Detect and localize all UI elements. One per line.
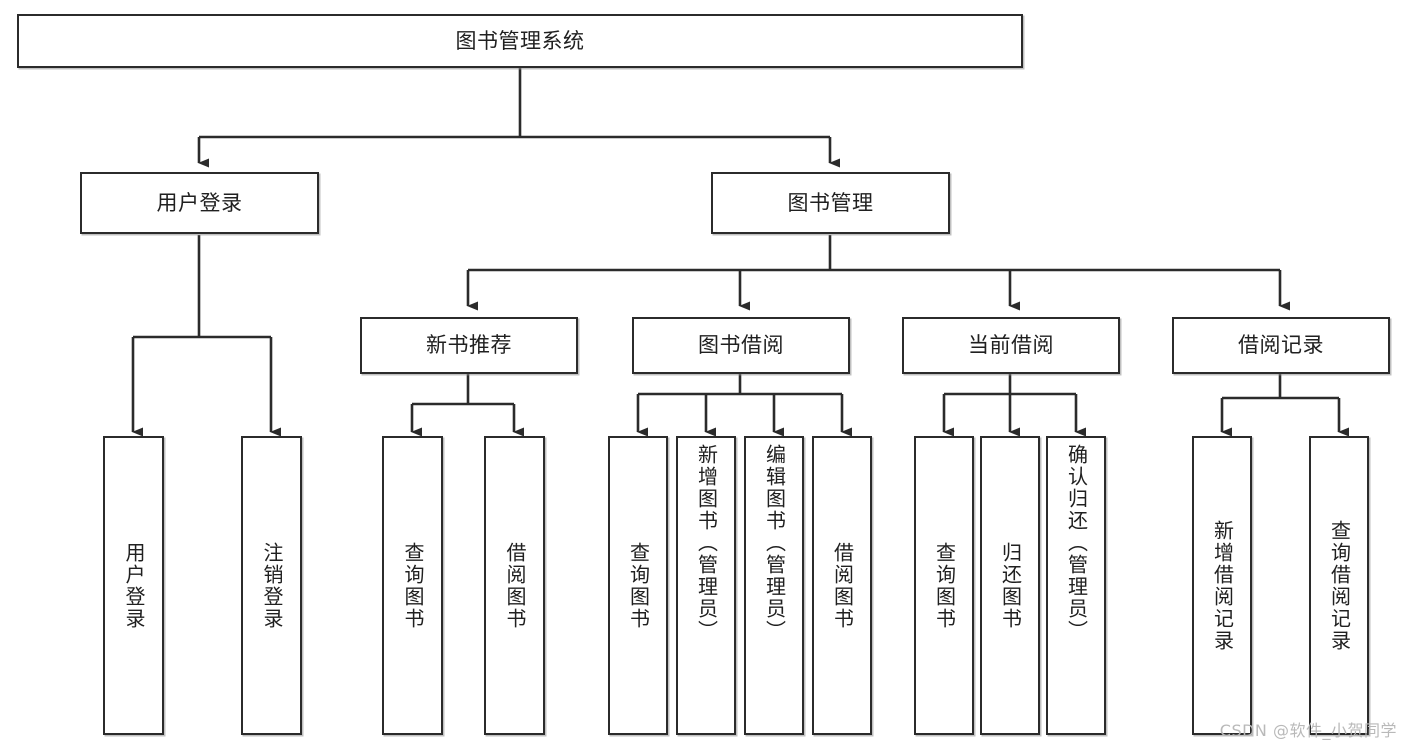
node-book-borrow[interactable]: 图书借阅 — [632, 317, 850, 374]
node-label: 用户登录 — [156, 190, 243, 215]
node-label: 用户登录 — [122, 541, 146, 630]
node-root-book-management-system[interactable]: 图书管理系统 — [17, 14, 1023, 68]
node-label: 当前借阅 — [968, 333, 1054, 358]
node-label: 借阅记录 — [1238, 333, 1324, 358]
node-borrow-record[interactable]: 借阅记录 — [1172, 317, 1390, 374]
node-label: 新增借阅记录 — [1210, 519, 1235, 652]
node-leaf-add-borrow-record[interactable]: 新增借阅记录 — [1192, 436, 1252, 735]
node-leaf-query-borrow-record[interactable]: 查询借阅记录 — [1309, 436, 1369, 735]
node-leaf-query-book-borrow[interactable]: 查询图书 — [608, 436, 668, 735]
node-leaf-borrow-book-recommend[interactable]: 借阅图书 — [484, 436, 545, 735]
node-leaf-query-book-current[interactable]: 查询图书 — [914, 436, 974, 735]
node-label: 查询图书 — [401, 541, 425, 630]
node-leaf-add-book-admin[interactable]: 新增图书（管理员） — [676, 436, 736, 735]
node-label: 注销登录 — [260, 541, 284, 630]
node-label: 查询借阅记录 — [1327, 519, 1352, 652]
node-label: 新增图书（管理员） — [694, 444, 719, 642]
node-leaf-return-book[interactable]: 归还图书 — [980, 436, 1040, 735]
node-leaf-logout[interactable]: 注销登录 — [241, 436, 302, 735]
node-leaf-confirm-return-admin[interactable]: 确认归还（管理员） — [1046, 436, 1106, 735]
node-label: 图书管理系统 — [455, 28, 585, 53]
node-leaf-borrow-book[interactable]: 借阅图书 — [812, 436, 872, 735]
node-book-management[interactable]: 图书管理 — [711, 172, 950, 234]
node-label: 归还图书 — [998, 541, 1023, 630]
node-label: 查询图书 — [626, 541, 651, 630]
node-user-login[interactable]: 用户登录 — [80, 172, 319, 234]
node-label: 新书推荐 — [426, 333, 512, 358]
node-label: 编辑图书（管理员） — [762, 444, 787, 642]
node-leaf-user-login[interactable]: 用户登录 — [103, 436, 164, 735]
node-current-borrow[interactable]: 当前借阅 — [902, 317, 1120, 374]
node-leaf-edit-book-admin[interactable]: 编辑图书（管理员） — [744, 436, 804, 735]
csdn-watermark: CSDN @软件_小贺同学 — [1219, 721, 1397, 740]
node-new-book-recommend[interactable]: 新书推荐 — [360, 317, 578, 374]
node-label: 图书管理 — [787, 190, 874, 215]
node-label: 图书借阅 — [698, 333, 784, 358]
node-leaf-query-book-recommend[interactable]: 查询图书 — [382, 436, 443, 735]
node-label: 借阅图书 — [503, 541, 527, 630]
node-label: 确认归还（管理员） — [1064, 444, 1089, 642]
node-label: 查询图书 — [932, 541, 957, 630]
node-label: 借阅图书 — [830, 541, 855, 630]
